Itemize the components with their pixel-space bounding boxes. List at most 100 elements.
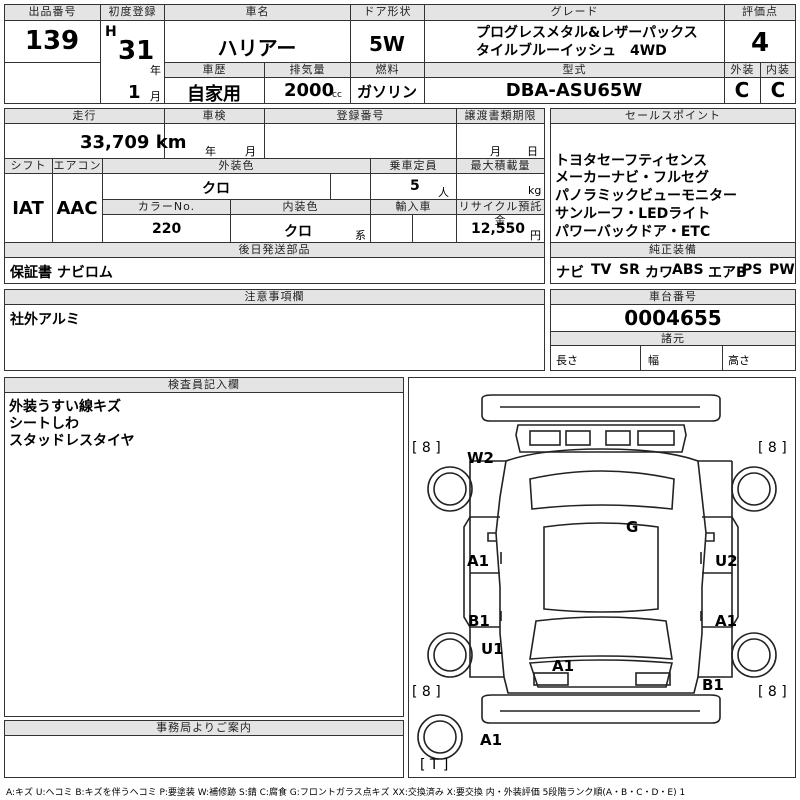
damage-mark-rear-bumper: A1 (480, 731, 503, 749)
door-label: ドア形状 (351, 5, 424, 20)
damage-mark-right-rear-door: A1 (715, 612, 738, 630)
model-label: 型式 (425, 63, 724, 77)
ac-value: AAC (56, 198, 98, 219)
score-label: 評価点 (725, 5, 795, 20)
mileage-label: 走行 (5, 109, 164, 123)
damage-mark-rear-right: B1 (702, 676, 724, 694)
notes-text: 社外アルミ (10, 312, 80, 328)
reg-month: 1 (128, 82, 141, 103)
score-value: 4 (750, 28, 770, 58)
sales-point: パワーバックドア・ETC (555, 224, 711, 240)
mileage-value: 33,709 km (80, 132, 187, 153)
capacity-unit: 人 (438, 186, 449, 199)
recycle-label: リサイクル預託金 (457, 200, 544, 227)
equip-item: ABS (672, 262, 704, 278)
door-type: 5W (369, 32, 405, 56)
shift-label: シフト (5, 159, 52, 173)
capacity-value: 5 (410, 178, 420, 194)
inspector-notes-table (4, 377, 404, 717)
later-parts-value: 保証書 ナビロム (10, 265, 113, 281)
car-name-label: 車名 (165, 5, 350, 20)
grade-label: グレード (425, 5, 724, 20)
first-reg-label: 初度登録 (101, 5, 164, 20)
recycle-value: 12,550 (471, 221, 526, 237)
exterior-label: 外装 (725, 63, 760, 77)
max-load-label: 最大積載量 (457, 159, 544, 173)
equip-item: カワ (645, 265, 673, 281)
model-code: DBA-ASU65W (505, 80, 643, 101)
sales-point: パノラミックビューモニター (555, 188, 737, 204)
recycle-unit: 円 (530, 229, 541, 242)
inspector-line: スタッドレスタイヤ (9, 433, 135, 449)
length-label: 長さ (556, 354, 578, 367)
inspector-line: シートしわ (9, 416, 79, 432)
equip-item: TV (591, 262, 612, 278)
grade-line1: プログレスメタル&レザーパックス (476, 25, 698, 41)
lot-number: 139 (24, 26, 80, 56)
car-name: ハリアー (217, 36, 297, 60)
equip-item: エアB (708, 265, 747, 281)
damage-legend: A:キズ U:ヘコミ B:キズを伴うヘコミ P:要塗装 W:補修跡 S:錆 C:… (6, 788, 686, 798)
capacity-label: 乗車定員 (371, 159, 456, 173)
equip-item: ナビ (556, 265, 584, 281)
year-unit: 年 (150, 64, 161, 77)
tire-tread-fl: [ 8 ] (412, 440, 441, 456)
inspector-label: 検査員記入欄 (5, 378, 403, 392)
displacement-label: 排気量 (265, 63, 350, 77)
sales-point: サンルーフ・LEDライト (555, 206, 711, 222)
transfer-label: 譲渡書類期限 (457, 109, 544, 123)
notes-label: 注意事項欄 (5, 290, 544, 304)
sales-points-label: セールスポイント (551, 109, 795, 123)
displacement: 2000 (284, 80, 335, 101)
sales-point: トヨタセーフティセンス (555, 153, 708, 169)
int-color-unit: 系 (355, 229, 366, 242)
chassis-number: 0004655 (624, 306, 722, 330)
ext-color-label: 外装色 (103, 159, 370, 173)
color-no-label: カラーNo. (103, 200, 230, 214)
damage-mark-roof: G (626, 518, 639, 536)
inspector-line: 外装うすい線キズ (9, 399, 121, 415)
reg-no-label: 登録番号 (265, 109, 456, 123)
interior-label: 内装 (761, 63, 795, 77)
shift-value: IAT (12, 198, 44, 219)
equip-item: PW (769, 262, 795, 278)
equip-item: SR (619, 262, 640, 278)
car-history: 自家用 (187, 84, 241, 105)
tire-tread-rl: [ 8 ] (412, 684, 441, 700)
width-label: 幅 (648, 354, 659, 367)
tire-tread-rr: [ 8 ] (758, 684, 787, 700)
import-label: 輸入車 (371, 200, 456, 214)
inspection-year-unit: 年 (205, 145, 216, 158)
damage-mark-left-quarter: U1 (481, 640, 504, 658)
transfer-day-unit: 日 (527, 145, 538, 158)
equip-item: PS (742, 262, 763, 278)
lot-no-label: 出品番号 (5, 5, 100, 20)
inspection-label: 車検 (165, 109, 264, 123)
later-parts-label: 後日発送部品 (5, 243, 544, 257)
chassis-label: 車台番号 (551, 290, 795, 304)
exterior-grade: C (734, 78, 750, 102)
office-label: 事務局よりご案内 (5, 721, 403, 735)
history-label: 車歴 (165, 63, 264, 77)
equipment-label: 純正装備 (551, 243, 795, 257)
reg-year: 31 (118, 36, 155, 66)
ext-color-value: クロ (202, 181, 230, 197)
damage-mark-right-front-door: U2 (715, 552, 738, 570)
grade-line2: タイルブルーイッシュ 4WD (476, 43, 667, 59)
specs-label: 諸元 (551, 332, 795, 345)
max-load-unit: kg (528, 184, 542, 197)
color-no-value: 220 (152, 221, 182, 237)
transfer-month-unit: 月 (490, 145, 501, 158)
int-color-label: 内装色 (231, 200, 370, 214)
displacement-unit: cc (332, 90, 342, 100)
tire-tread-fr: [ 8 ] (758, 440, 787, 456)
damage-mark-left-front-door: A1 (467, 552, 490, 570)
tire-tread-spare: [ T ] (420, 757, 449, 773)
month-unit: 月 (150, 90, 161, 103)
damage-mark-front-left: W2 (467, 449, 494, 467)
fuel-label: 燃料 (351, 63, 424, 77)
fuel-type: ガソリン (356, 83, 417, 101)
damage-mark-left-rear-door: B1 (468, 612, 490, 630)
interior-grade: C (770, 78, 786, 102)
sales-point: メーカーナビ・フルセグ (555, 170, 709, 186)
